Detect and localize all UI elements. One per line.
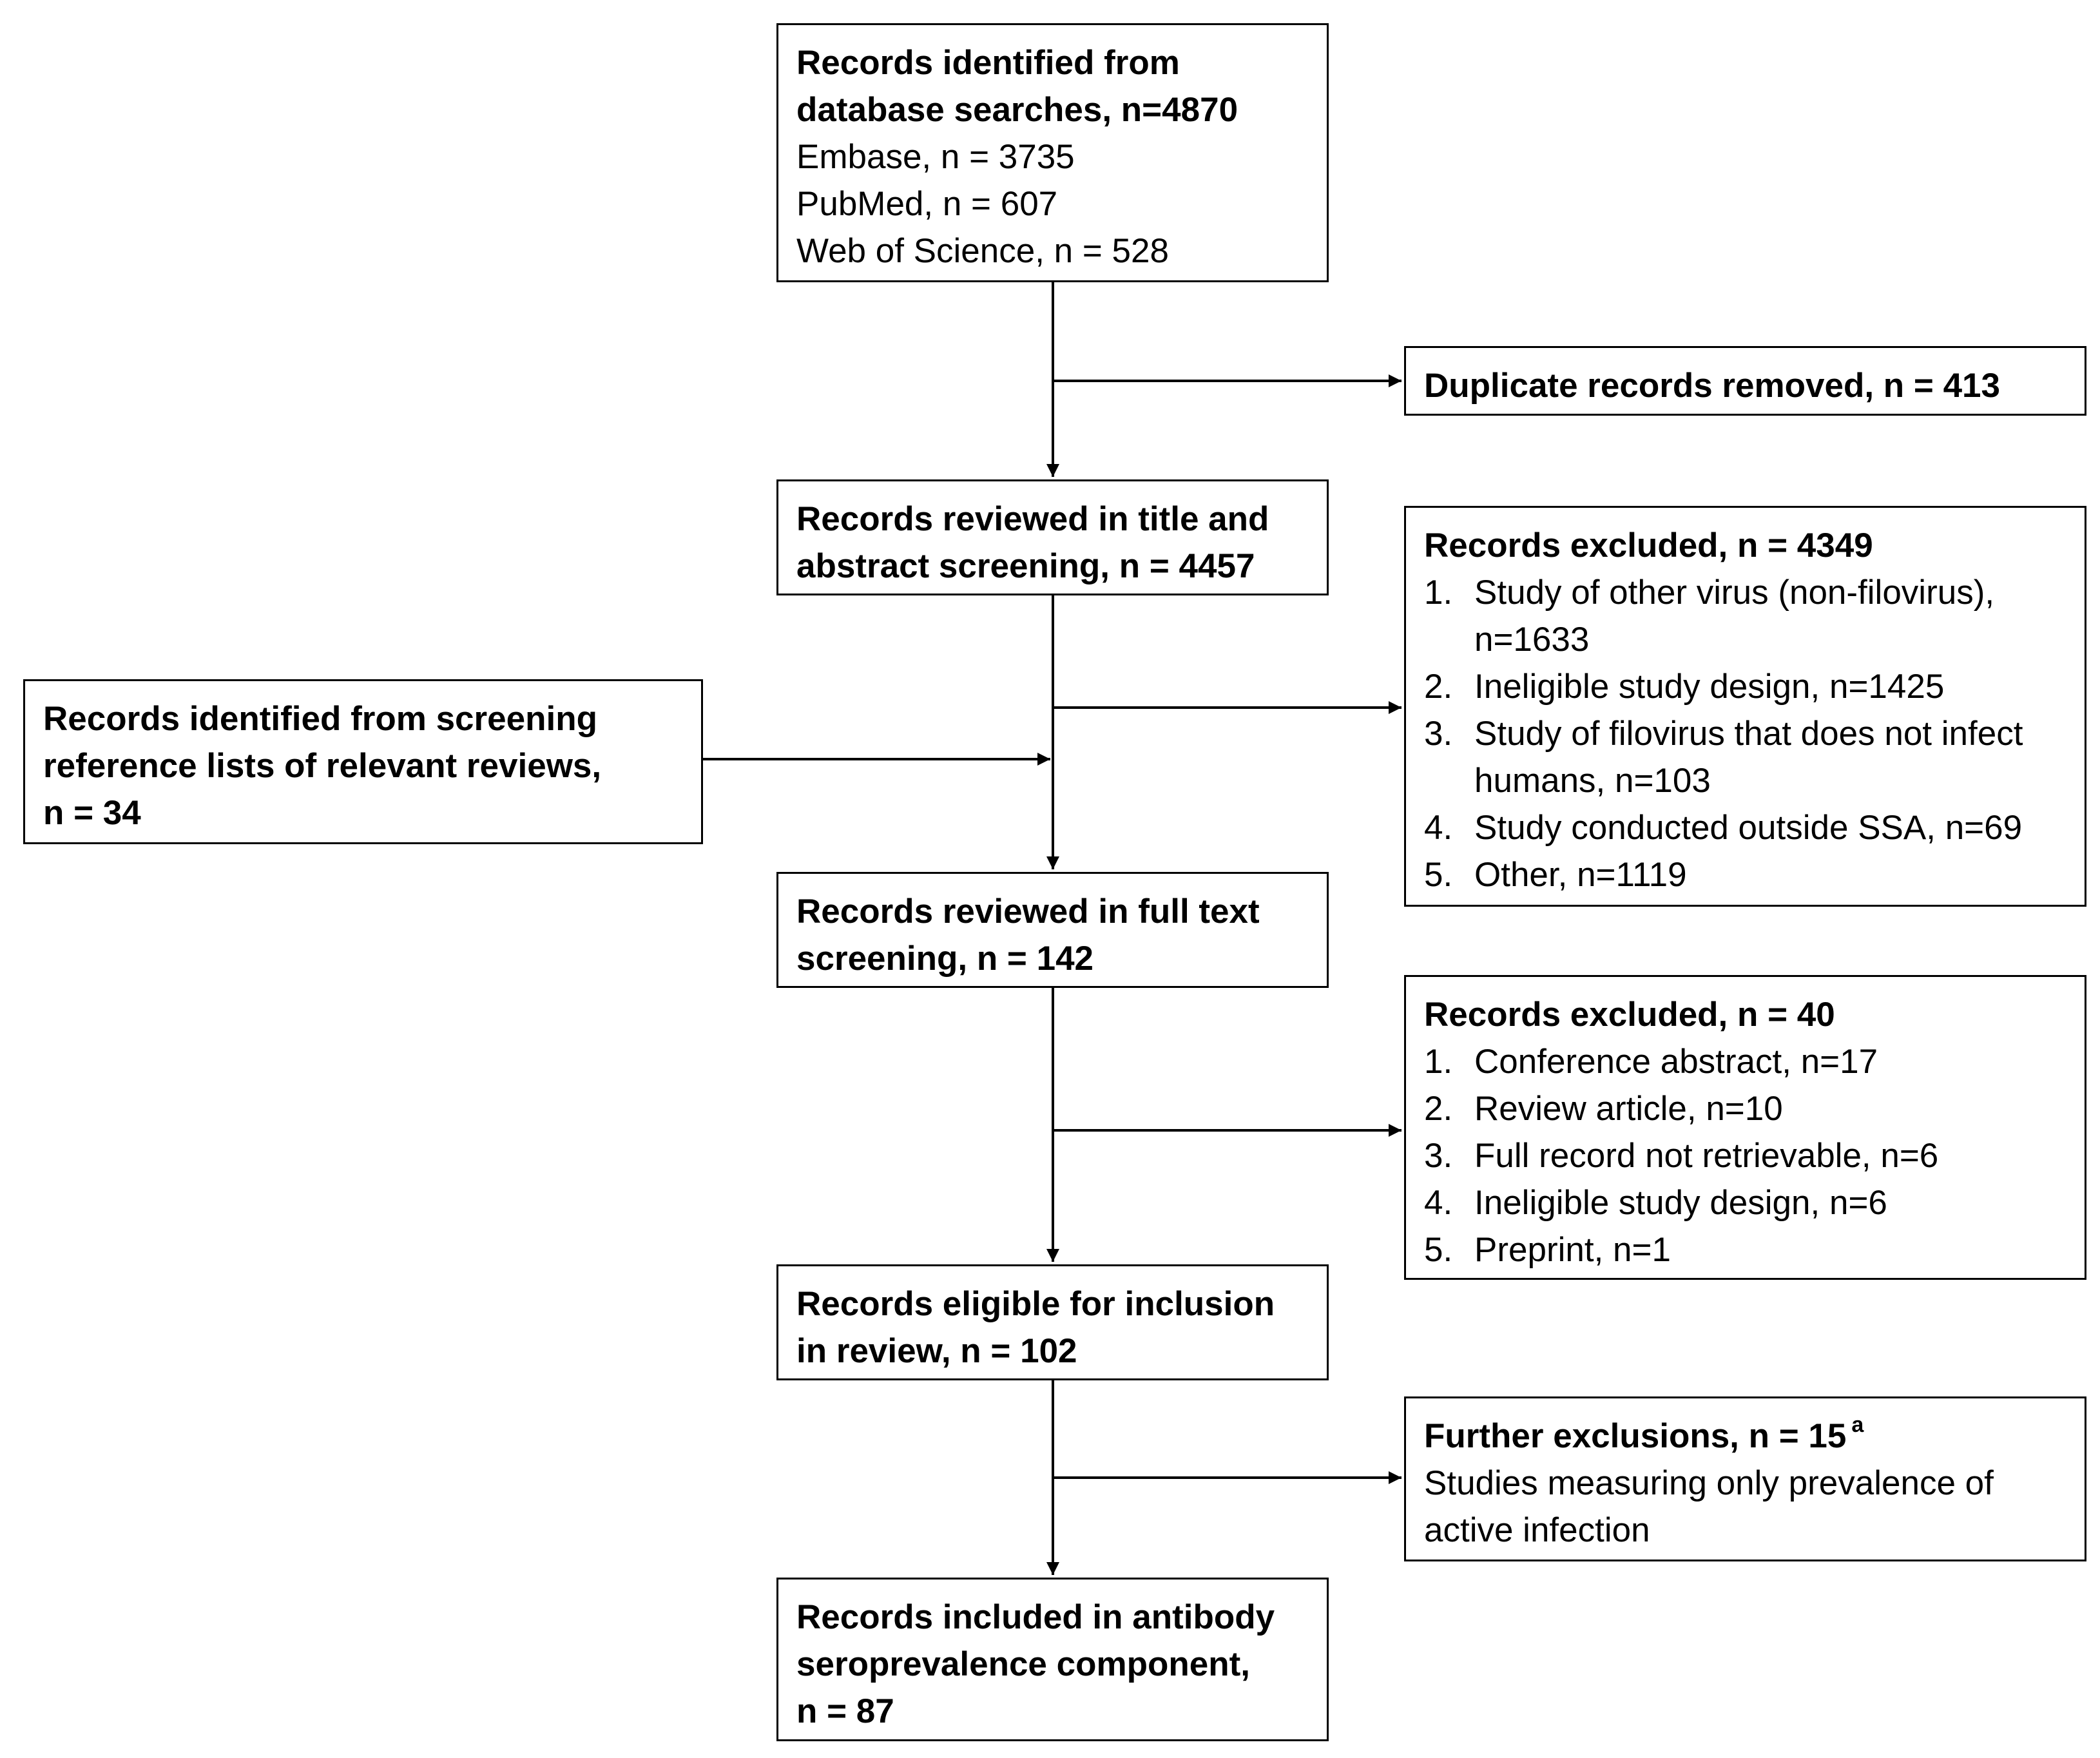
source-web-of-science: Web of Science, n = 528 — [796, 232, 1169, 270]
box-heading-line: Records eligible for inclusion — [796, 1285, 1275, 1323]
box-heading-line: reference lists of relevant reviews, — [43, 747, 602, 785]
box-heading-line: in review, n = 102 — [796, 1332, 1077, 1370]
list-number: 3. — [1424, 1137, 1453, 1175]
list-item: 5. Other, n=1119 — [1424, 851, 2066, 898]
list-number: 4. — [1424, 809, 1453, 847]
list-text: Study of other virus (non-filovirus), n=… — [1474, 574, 1995, 659]
list-number: 5. — [1424, 856, 1453, 894]
list-number: 2. — [1424, 1090, 1453, 1128]
reference-lists-box: Records identified from screening refere… — [23, 679, 703, 844]
box-heading-line: abstract screening, n = 4457 — [796, 547, 1255, 585]
box-heading-line: n = 34 — [43, 794, 141, 832]
source-pubmed: PubMed, n = 607 — [796, 185, 1058, 223]
box-heading-line: n = 87 — [796, 1692, 894, 1730]
duplicates-removed-box: Duplicate records removed, n = 413 — [1404, 346, 2086, 416]
box-heading: Duplicate records removed, n = 413 — [1424, 367, 2001, 405]
records-identified-box: Records identified from database searche… — [776, 23, 1329, 282]
box-heading-line: Records reviewed in full text — [796, 893, 1260, 931]
list-number: 1. — [1424, 1043, 1453, 1081]
list-text: Conference abstract, n=17 — [1474, 1043, 1878, 1081]
list-text: Study conducted outside SSA, n=69 — [1474, 809, 2023, 847]
box-heading-line: Records identified from — [796, 44, 1180, 82]
list-text: Ineligible study design, n=1425 — [1474, 668, 1945, 706]
list-item: 1. Conference abstract, n=17 — [1424, 1038, 2066, 1085]
list-item: 2. Review article, n=10 — [1424, 1085, 2066, 1132]
list-text: Other, n=1119 — [1474, 856, 1687, 894]
list-text: Full record not retrievable, n=6 — [1474, 1137, 1939, 1175]
box-heading-line: screening, n = 142 — [796, 940, 1094, 978]
footnote-marker: a — [1851, 1413, 1864, 1437]
box-heading: Records excluded, n = 40 — [1424, 996, 1835, 1034]
eligible-records-box: Records eligible for inclusion in review… — [776, 1264, 1329, 1380]
list-text: Review article, n=10 — [1474, 1090, 1783, 1128]
records-excluded-screening-box: Records excluded, n = 4349 1. Study of ot… — [1404, 506, 2086, 907]
box-heading-line: Records identified from screening — [43, 700, 597, 738]
records-excluded-fulltext-box: Records excluded, n = 40 1. Conference ab… — [1404, 975, 2086, 1280]
exclusion-reasons-list: 1. Study of other virus (non-filovirus), … — [1424, 569, 2066, 898]
included-records-box: Records included in antibody seroprevale… — [776, 1578, 1329, 1741]
list-number: 5. — [1424, 1231, 1453, 1269]
box-heading-line: Records included in antibody — [796, 1598, 1275, 1636]
list-text: Study of filovirus that does not infect … — [1474, 715, 2023, 800]
list-item: 4. Study conducted outside SSA, n=69 — [1424, 804, 2066, 851]
full-text-screening-box: Records reviewed in full text screening,… — [776, 872, 1329, 988]
list-text: Preprint, n=1 — [1474, 1231, 1671, 1269]
list-item: 3. Study of filovirus that does not infec… — [1424, 710, 2066, 804]
list-text: Ineligible study design, n=6 — [1474, 1184, 1887, 1222]
list-number: 2. — [1424, 668, 1453, 706]
list-number: 4. — [1424, 1184, 1453, 1222]
title-abstract-screening-box: Records reviewed in title and abstract s… — [776, 479, 1329, 595]
list-item: 1. Study of other virus (non-filovirus), … — [1424, 569, 2066, 663]
list-item: 4. Ineligible study design, n=6 — [1424, 1179, 2066, 1226]
box-heading-line: seroprevalence component, — [796, 1645, 1250, 1683]
exclusion-reasons-list: 1. Conference abstract, n=17 2. Review art… — [1424, 1038, 2066, 1273]
list-number: 1. — [1424, 574, 1453, 612]
list-number: 3. — [1424, 715, 1453, 753]
list-item: 5. Preprint, n=1 — [1424, 1226, 2066, 1273]
box-heading-line: Records reviewed in title and — [796, 500, 1269, 538]
list-item: 2. Ineligible study design, n=1425 — [1424, 663, 2066, 710]
list-item: 3. Full record not retrievable, n=6 — [1424, 1132, 2066, 1179]
box-heading: Records excluded, n = 4349 — [1424, 526, 1873, 565]
box-body-text: Studies measuring only prevalence of act… — [1424, 1464, 1994, 1549]
box-heading: Further exclusions, n = 15 — [1424, 1417, 1847, 1455]
source-embase: Embase, n = 3735 — [796, 138, 1075, 176]
box-heading-line: database searches, n=4870 — [796, 91, 1238, 129]
